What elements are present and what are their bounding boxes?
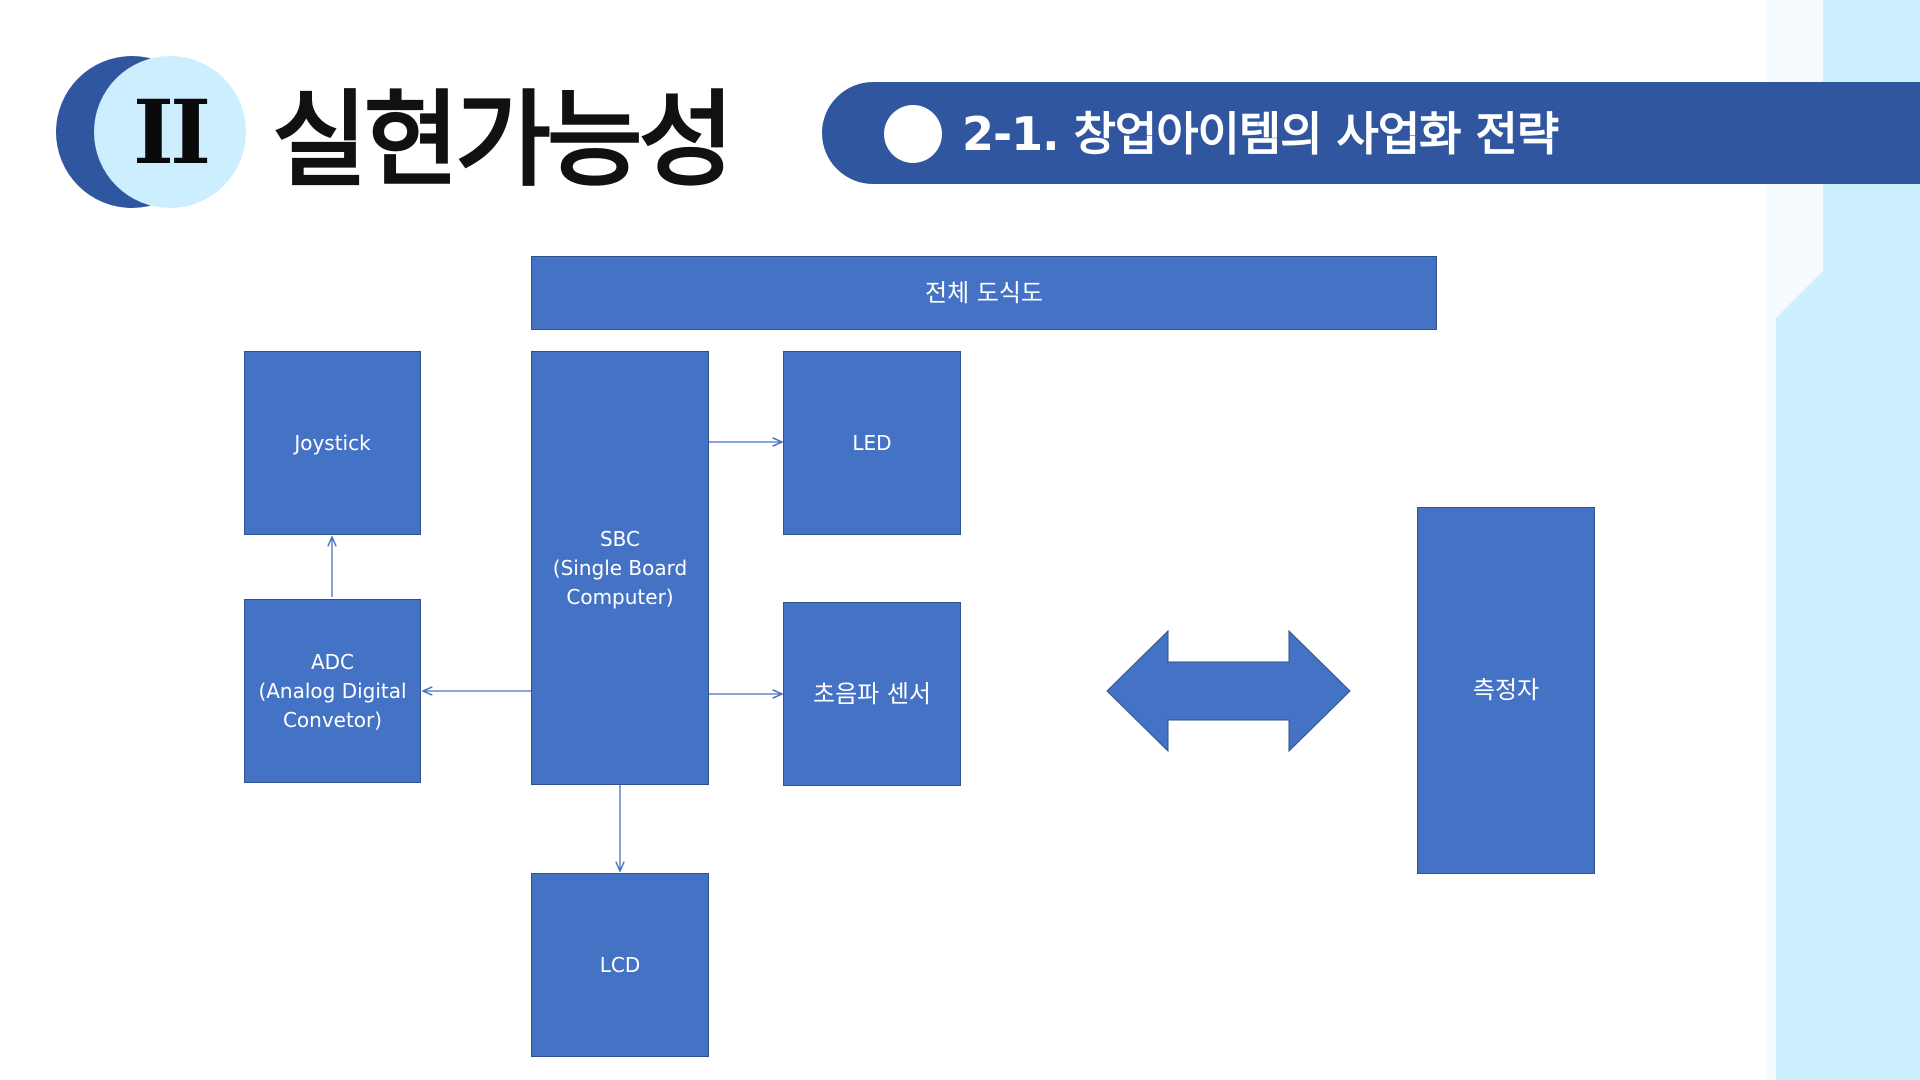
page-title: 실현가능성 — [272, 79, 734, 201]
bullet-circle-icon — [884, 105, 942, 163]
subtitle: 2-1. 창업아이템의 사업화 전략 — [962, 107, 1559, 161]
node-ultrasonic-sensor: 초음파 센서 — [783, 602, 961, 786]
node-led: LED — [783, 351, 961, 535]
node-adc: ADC (Analog Digital Convetor) — [244, 599, 421, 783]
node-sbc: SBC (Single Board Computer) — [531, 351, 709, 785]
diagram-title: 전체 도식도 — [531, 256, 1437, 330]
subtitle-bar — [822, 82, 1920, 184]
section-numeral: II — [132, 80, 211, 184]
node-measurer: 측정자 — [1417, 507, 1595, 874]
section-badge-icon — [56, 56, 246, 208]
node-lcd: LCD — [531, 873, 709, 1057]
node-joystick: Joystick — [244, 351, 421, 535]
